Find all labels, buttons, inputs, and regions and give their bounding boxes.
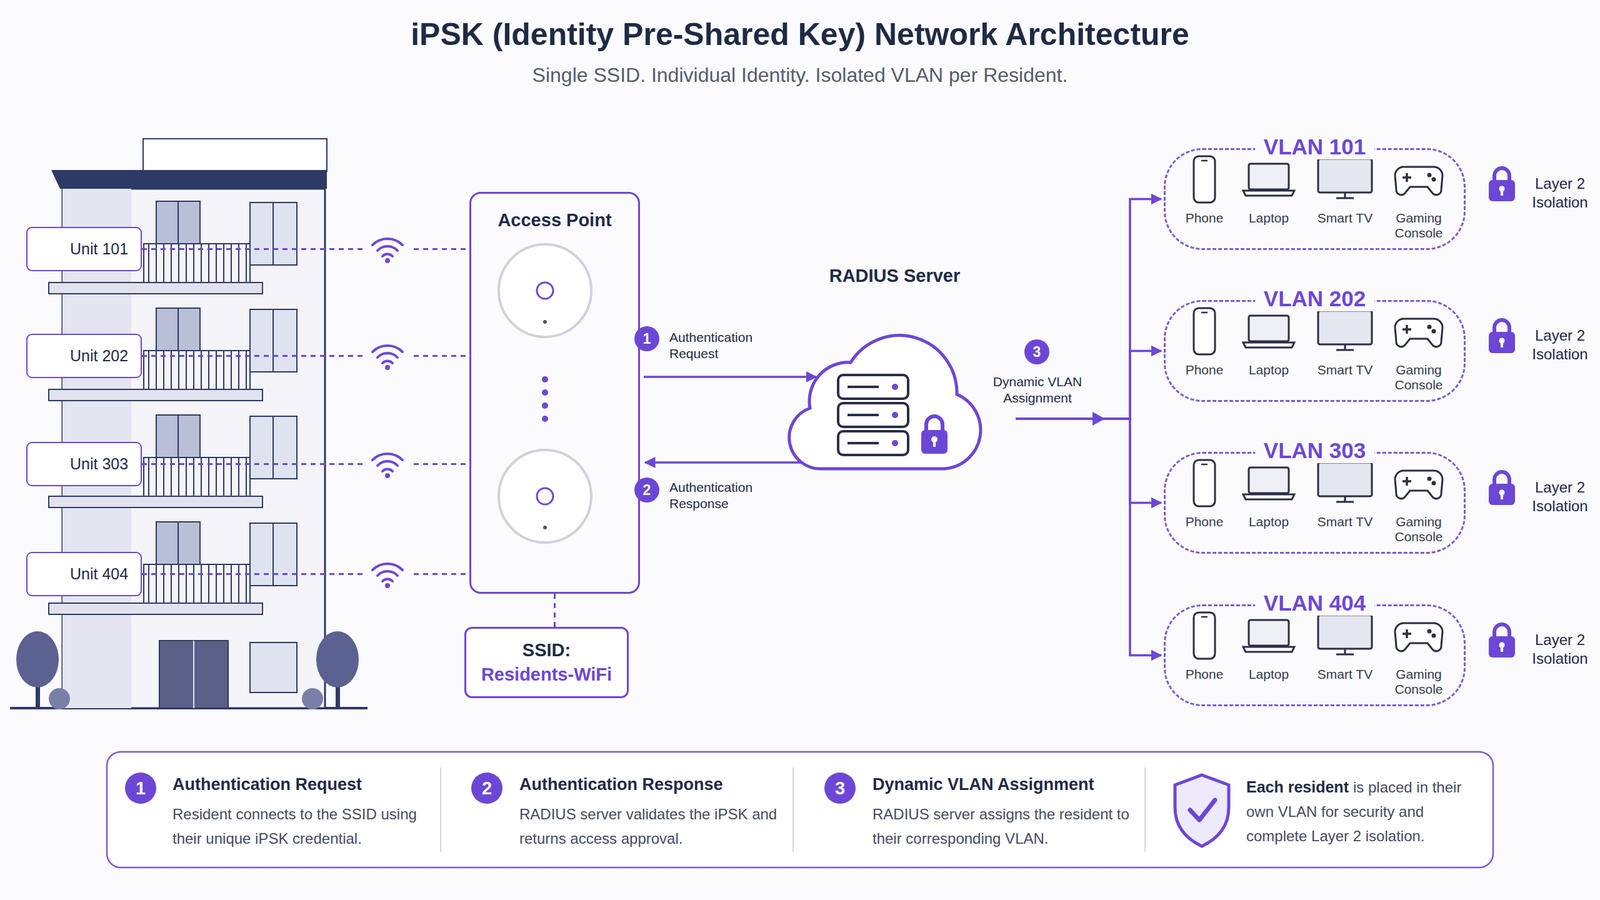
vlan-heading: VLAN 404 xyxy=(1255,590,1375,616)
step-heading: Authentication Request xyxy=(172,775,435,795)
callout-number: 2 xyxy=(634,477,660,503)
device-label: Smart TV xyxy=(1306,362,1384,378)
device-label: Phone xyxy=(1165,666,1244,682)
device-label: Gaming Console xyxy=(1380,362,1458,393)
device-label: Phone xyxy=(1165,514,1244,530)
unit-box: Unit 101 xyxy=(26,226,142,272)
title: iPSK (Identity Pre-Shared Key) Network A… xyxy=(0,16,1600,53)
isolation-label: Layer 2 Isolation xyxy=(1525,630,1595,669)
flow-arrow xyxy=(643,375,817,379)
step-text: RADIUS server validates the iPSK and ret… xyxy=(519,801,782,851)
dashed-link xyxy=(141,573,470,575)
unit-box: Unit 303 xyxy=(26,441,142,487)
callout-number: 1 xyxy=(634,326,660,352)
callout-number: 3 xyxy=(1024,339,1050,365)
device-label: Phone xyxy=(1165,210,1244,226)
device-label: Smart TV xyxy=(1306,514,1384,530)
device-label: Laptop xyxy=(1230,514,1308,530)
edge-label: Authentication Response xyxy=(669,479,801,513)
device-label: Gaming Console xyxy=(1380,210,1458,241)
ssid-box: SSID:Residents-WiFi xyxy=(464,626,629,699)
radius-cloud: RADIUS Server xyxy=(778,265,1011,475)
vlan-heading: VLAN 202 xyxy=(1255,286,1375,312)
vlan-heading: VLAN 303 xyxy=(1255,438,1375,464)
step-text: Resident connects to the SSID using thei… xyxy=(172,801,435,851)
dashed-link xyxy=(141,248,470,250)
device-label: Laptop xyxy=(1230,210,1308,226)
flow-arrow xyxy=(645,461,810,464)
callout-number: 3 xyxy=(824,772,856,804)
node-label: Residents-WiFi xyxy=(481,662,612,687)
node-label: RADIUS Server xyxy=(778,265,1011,287)
step-heading: Dynamic VLAN Assignment xyxy=(872,775,1135,795)
caption: Single SSID. Individual Identity. Isolat… xyxy=(0,63,1600,87)
device-label: Smart TV xyxy=(1306,666,1384,682)
flow-arrow xyxy=(1015,418,1162,656)
access-point-box: Access Point xyxy=(469,191,640,594)
isolation-label: Layer 2 Isolation xyxy=(1525,478,1595,516)
summary-text: Each resident xyxy=(1246,778,1349,796)
cloud-outline xyxy=(778,303,989,475)
isolation-label: Layer 2 Isolation xyxy=(1525,326,1595,364)
dashed-link xyxy=(141,463,470,465)
flow-arrow xyxy=(1015,418,1162,504)
isolation-label: Layer 2 Isolation xyxy=(1525,174,1595,212)
vlan-heading: VLAN 101 xyxy=(1255,134,1375,160)
node-label: Unit 303 xyxy=(70,455,129,474)
device-label: Phone xyxy=(1165,362,1244,378)
device-label: Laptop xyxy=(1230,362,1308,378)
dashed-link xyxy=(553,593,556,627)
node-label: Access Point xyxy=(471,210,639,231)
edge-label: Authentication Request xyxy=(669,329,795,363)
unit-box: Unit 202 xyxy=(26,333,142,379)
step-heading: Authentication Response xyxy=(519,775,782,795)
callout-number: 1 xyxy=(125,772,157,804)
node-label: Unit 202 xyxy=(70,346,129,365)
device-label: Smart TV xyxy=(1306,210,1384,226)
device-label: Laptop xyxy=(1230,666,1308,682)
node-label: Unit 101 xyxy=(70,240,129,259)
device-label: Gaming Console xyxy=(1380,514,1458,545)
callout-number: 2 xyxy=(471,772,503,804)
dashed-link xyxy=(141,355,470,357)
node-label: Unit 404 xyxy=(70,565,129,584)
step-text: RADIUS server assigns the resident to th… xyxy=(872,801,1135,851)
device-label: Gaming Console xyxy=(1380,666,1458,697)
summary-note: Each residentis placed in their own VLAN… xyxy=(1246,775,1487,849)
node-label: SSID: xyxy=(522,638,571,663)
edge-label: Dynamic VLAN Assignment xyxy=(987,373,1088,407)
unit-box: Unit 404 xyxy=(26,551,142,597)
